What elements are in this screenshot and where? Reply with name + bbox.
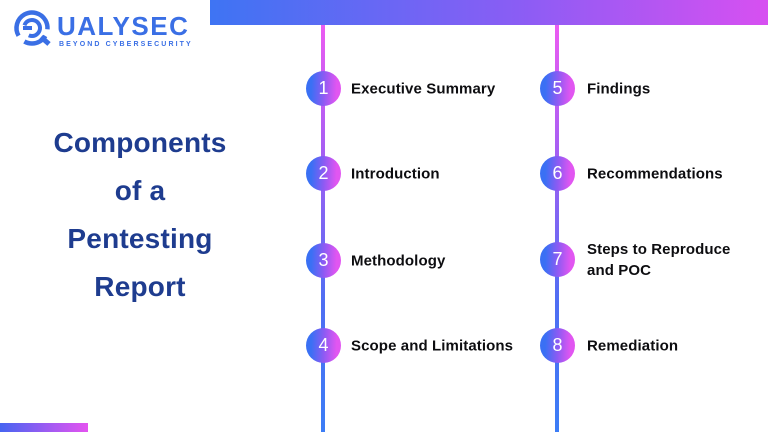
step-label-steps-to-reproduce-and-poc: Steps to Reproduce and POC xyxy=(587,241,731,279)
top-gradient-bar xyxy=(210,0,768,25)
right-timeline-line xyxy=(555,25,559,432)
step-circle-2: 2 xyxy=(306,156,341,191)
qualysec-logo: UALYSEC BEYOND CYBERSECURITY xyxy=(12,8,193,50)
step-label-remediation: Remediation xyxy=(587,337,679,355)
left-timeline-line xyxy=(321,25,325,432)
page-title-line-1: Components xyxy=(53,127,227,158)
step-circle-7: 7 xyxy=(540,242,575,277)
page-title-line-3: Pentesting xyxy=(67,223,213,254)
step-circle-1: 1 xyxy=(306,71,341,106)
step-label-introduction: Introduction xyxy=(351,165,440,183)
bottom-gradient-bar xyxy=(0,423,88,432)
brand-tagline: BEYOND CYBERSECURITY xyxy=(59,41,193,48)
step-label-scope-and-limitations: Scope and Limitations xyxy=(351,337,514,355)
step-label-findings: Findings xyxy=(587,80,651,98)
step-label-recommendations: Recommendations xyxy=(587,165,723,183)
step-circle-6: 6 xyxy=(540,156,575,191)
brand-text: UALYSEC xyxy=(57,11,190,41)
step-circle-3: 3 xyxy=(306,243,341,278)
step-circle-8: 8 xyxy=(540,328,575,363)
brand-block: UALYSEC BEYOND CYBERSECURITY xyxy=(57,8,193,48)
page-title: Components of a Pentesting Report xyxy=(0,119,280,311)
step-circle-4: 4 xyxy=(306,328,341,363)
page-title-line-4: Report xyxy=(94,271,186,302)
page-title-line-2: of a xyxy=(114,175,166,206)
qualysec-q-icon xyxy=(14,10,51,46)
step-circle-5: 5 xyxy=(540,71,575,106)
step-label-executive-summary: Executive Summary xyxy=(351,80,496,98)
step-label-methodology: Methodology xyxy=(351,252,446,270)
